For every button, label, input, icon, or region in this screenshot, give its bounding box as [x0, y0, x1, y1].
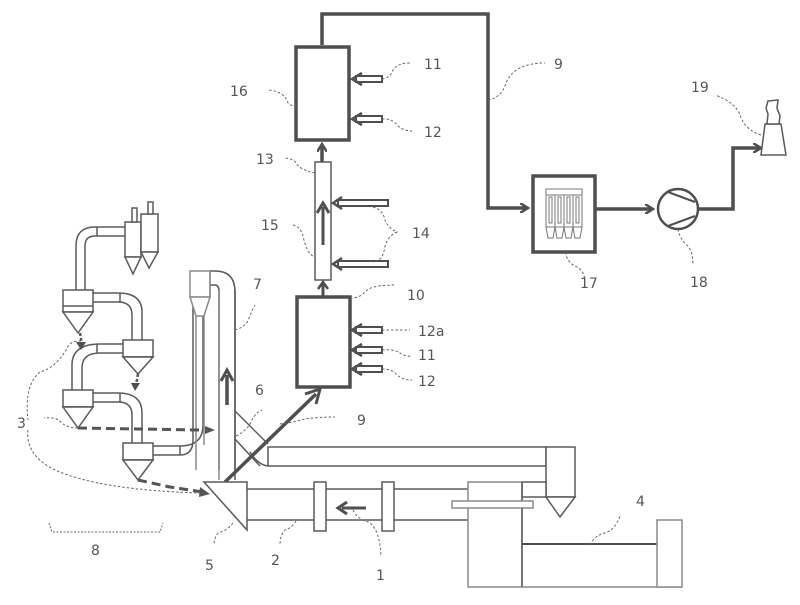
rotary-kiln-2	[247, 481, 468, 532]
label-8: 8	[91, 543, 100, 559]
label-17: 17	[580, 276, 598, 292]
label-5: 5	[205, 558, 214, 574]
label-11-top: 11	[424, 57, 442, 73]
reactor-10	[295, 295, 383, 389]
bypass-gas-line	[320, 12, 527, 208]
injection-arrow-upper	[330, 195, 389, 211]
label-9-bottom: 9	[357, 413, 366, 429]
leader-lines	[26, 62, 762, 558]
label-11-bottom: 11	[418, 348, 436, 364]
input-arrow-12	[349, 111, 383, 127]
label-15: 15	[261, 218, 279, 234]
injection-arrow-lower	[330, 256, 389, 272]
label-9-top: 9	[554, 57, 563, 73]
input-arrow-11b	[349, 342, 383, 358]
tertiary-air-duct-6	[234, 410, 269, 467]
mixing-tube-13	[314, 161, 389, 281]
calciner-riser-7	[218, 290, 236, 480]
label-2: 2	[271, 553, 280, 569]
clinker-cooler-4	[451, 481, 683, 588]
preheater-bracket-8	[48, 522, 164, 533]
material-flow-lines	[77, 426, 215, 497]
preheater-tower	[61, 201, 204, 482]
label-3: 3	[17, 416, 26, 432]
reactor-16	[294, 45, 383, 142]
label-6: 6	[255, 383, 264, 399]
label-18: 18	[690, 275, 708, 291]
label-7: 7	[253, 277, 262, 293]
labels: 16 11 12 9 13 15 14 19 17 18 10 12a 11 1…	[17, 57, 709, 584]
label-1: 1	[376, 568, 385, 584]
input-arrow-11	[349, 71, 383, 87]
label-12a: 12a	[418, 324, 444, 340]
label-4: 4	[636, 494, 645, 510]
bag-filter-17	[531, 174, 597, 254]
label-12-bottom: 12	[418, 374, 436, 390]
stack-19	[760, 99, 787, 156]
label-13: 13	[256, 152, 274, 168]
label-14: 14	[412, 226, 430, 242]
label-12-top: 12	[424, 125, 442, 141]
label-10: 10	[407, 288, 425, 304]
tertiary-air-pipe	[267, 446, 577, 519]
input-arrow-12a	[349, 322, 383, 338]
input-arrow-12b	[349, 361, 383, 377]
label-16: 16	[230, 84, 248, 100]
fan-18	[656, 187, 700, 231]
label-19: 19	[691, 80, 709, 96]
kiln-inlet-5	[202, 481, 248, 532]
